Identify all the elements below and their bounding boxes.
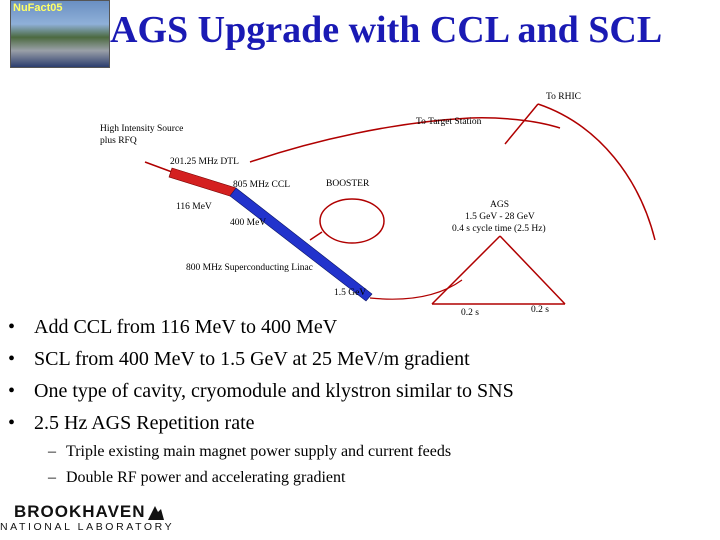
beam-transfer-line: [369, 279, 463, 300]
cycle-time-label-2: 0.2 s: [531, 305, 549, 315]
dtl-label: 201.25 MHz DTL: [170, 157, 239, 167]
scl-section: [229, 187, 373, 302]
page-title: AGS Upgrade with CCL and SCL: [110, 9, 663, 51]
bullet-item: SCL from 400 MeV to 1.5 GeV at 25 MeV/m …: [34, 348, 470, 370]
energy-1p5-label: 1.5 GeV: [334, 288, 367, 298]
to-rhic-line: [504, 103, 539, 145]
source-label-line2: plus RFQ: [100, 136, 137, 146]
conference-thumbnail: NuFact05: [10, 0, 110, 68]
sub-bullet-marker: –: [48, 443, 56, 460]
logo-brookhaven: BROOKHAVEN: [14, 502, 146, 521]
cycle-ramp-down: [499, 235, 566, 305]
booster-tail: [309, 231, 323, 241]
bullet-marker: •: [8, 316, 16, 338]
bullet-item: 2.5 Hz AGS Repetition rate: [34, 412, 255, 434]
ags-energy-label: 1.5 GeV - 28 GeV: [465, 212, 535, 222]
bullet-marker: •: [8, 412, 16, 434]
cycle-ramp-up: [431, 235, 501, 305]
to-rhic-label: To RHIC: [546, 92, 581, 102]
rhic-arc: [537, 103, 656, 241]
ags-label: AGS: [490, 200, 510, 210]
logo-national-laboratory: NATIONAL LABORATORY: [0, 521, 175, 533]
source-tail: [144, 161, 173, 173]
energy-116-label: 116 MeV: [176, 202, 212, 212]
to-target-line: [249, 117, 561, 163]
bullet-marker: •: [8, 380, 16, 402]
ccl-label: 805 MHz CCL: [233, 180, 290, 190]
to-target-label: To Target Station: [416, 117, 482, 127]
booster-ring: [319, 198, 385, 244]
booster-label: BOOSTER: [326, 179, 370, 189]
cycle-time-label-1: 0.2 s: [461, 308, 479, 318]
thumbnail-text: NuFact05: [13, 2, 63, 14]
logo-mark-icon: [148, 506, 164, 520]
source-label-line1: High Intensity Source: [100, 124, 184, 134]
energy-400-label: 400 MeV: [230, 218, 267, 228]
sub-bullet-marker: –: [48, 469, 56, 486]
scl-label: 800 MHz Superconducting Linac: [186, 263, 313, 273]
dtl-ccl-section: [168, 167, 237, 198]
bullet-marker: •: [8, 348, 16, 370]
sub-bullet-item: Double RF power and accelerating gradien…: [66, 469, 346, 486]
sub-bullet-item: Triple existing main magnet power supply…: [66, 443, 452, 460]
bullet-item: One type of cavity, cryomodule and klyst…: [34, 380, 514, 402]
ags-cycle-label: 0.4 s cycle time (2.5 Hz): [452, 224, 546, 234]
bullet-item: Add CCL from 116 MeV to 400 MeV: [34, 316, 338, 338]
